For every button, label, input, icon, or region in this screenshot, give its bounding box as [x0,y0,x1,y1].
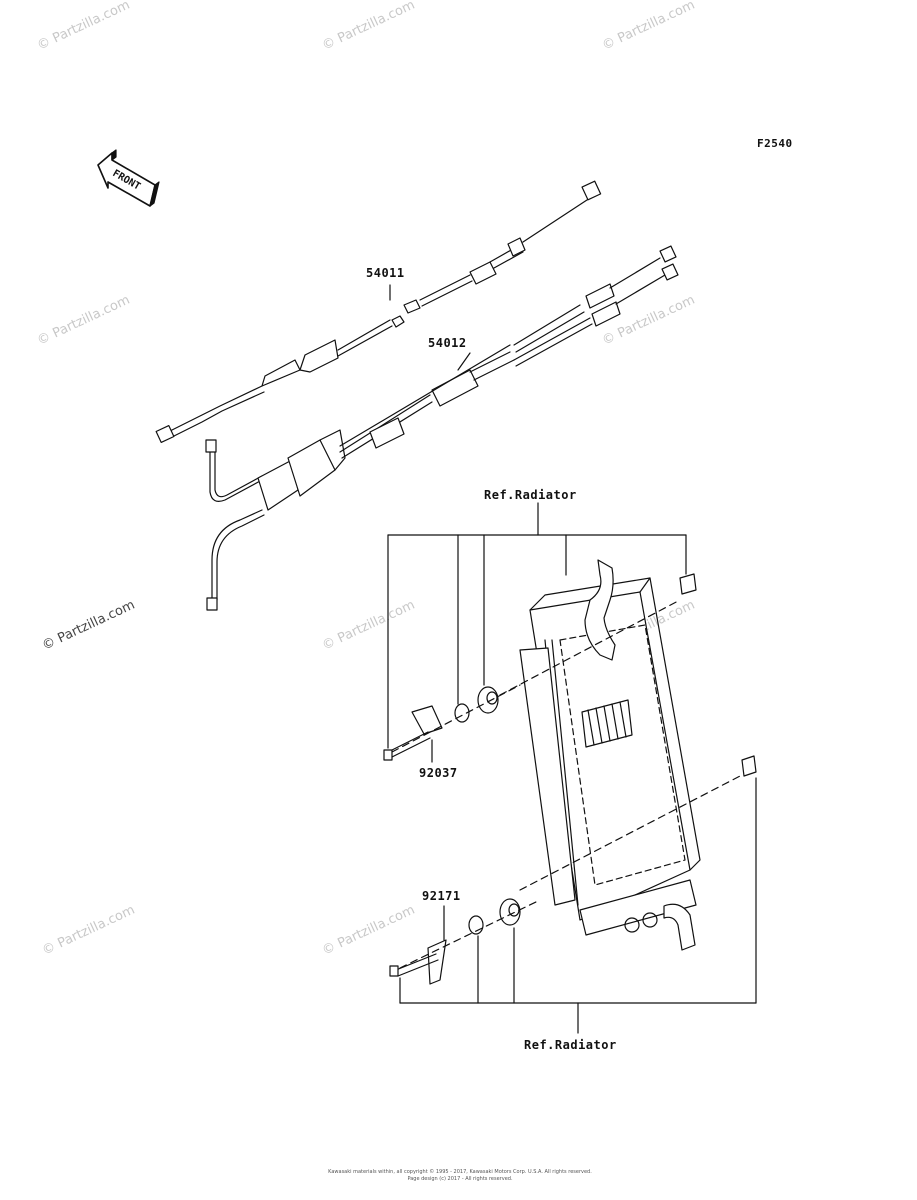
alignment-lines [391,599,743,969]
leader-line [457,352,471,371]
part-number-54011[interactable]: 54011 [366,266,405,280]
radiator [519,559,701,951]
part-number-92171[interactable]: 92171 [422,889,461,903]
copyright-footer-line2: Page design (c) 2017 - All rights reserv… [407,1176,513,1182]
figure-code: F2540 [757,137,793,150]
part-number-54012[interactable]: 54012 [428,336,467,350]
ref-radiator-label-top: Ref.Radiator [484,488,577,502]
throttle-cable-54012 [205,245,679,611]
radiator-core [581,699,633,748]
throttle-cable-54011 [155,180,602,443]
ref-radiator-bottom-bracket [399,777,757,1034]
ref-radiator-label-bottom: Ref.Radiator [524,1038,617,1052]
part-number-92037[interactable]: 92037 [419,766,458,780]
ref-radiator-top-bracket [387,502,687,763]
hardware-top [383,573,697,761]
copyright-footer-line1: Kawasaki materials within, all copyright… [328,1169,592,1175]
front-arrow-icon: FRONT [97,149,160,207]
